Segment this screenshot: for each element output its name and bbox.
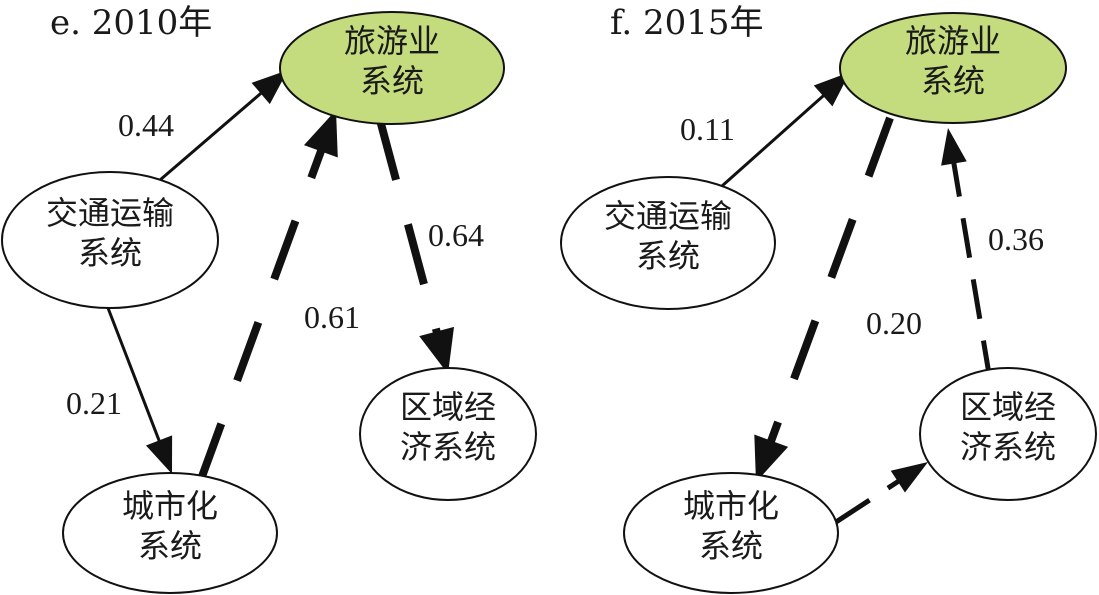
- node-ellipse: [839, 12, 1067, 124]
- edge-line: [951, 161, 993, 381]
- arrowhead-icon: [251, 70, 288, 105]
- edge-label-economy-to-tourism: 0.36: [988, 221, 1044, 257]
- node-label-line: 区域经: [400, 388, 496, 426]
- edge-label-tourism-to-economy: 0.64: [428, 217, 484, 253]
- panel-title-2015: f. 2015年: [610, 3, 764, 43]
- node-ellipse: [359, 367, 537, 501]
- arrowhead-icon: [754, 434, 789, 482]
- edge-line: [721, 93, 826, 188]
- node-ellipse: [623, 472, 839, 594]
- node-label-line: 交通运输: [46, 194, 174, 232]
- edge-label-transport-to-tourism: 0.44: [118, 107, 174, 143]
- edge-transport-to-tourism: [159, 70, 288, 182]
- edges-2010: [106, 70, 455, 484]
- node-label-line: 系统: [360, 62, 424, 100]
- arrowhead-icon: [890, 462, 928, 493]
- node-label-line: 旅游业: [344, 22, 440, 60]
- edge-label-urbanization-to-tourism: 0.61: [304, 299, 360, 335]
- node-ellipse: [279, 11, 505, 125]
- node-label-line: 系统: [138, 527, 202, 565]
- edge-labels-2010: 0.44 0.21 0.61 0.64: [66, 107, 484, 421]
- edge-tourism-to-economy: [376, 118, 455, 374]
- arrowhead-icon: [941, 128, 967, 166]
- node-label-line: 济系统: [400, 428, 496, 466]
- node-ellipse: [62, 472, 278, 594]
- node-label-line: 城市化: [683, 487, 779, 525]
- edge-labels-2015: 0.11 0.20 0.36: [680, 111, 1044, 341]
- node-label-line: 系统: [636, 237, 700, 275]
- node-label-line: 系统: [78, 234, 142, 272]
- edge-label-transport-to-tourism: 0.11: [680, 111, 735, 147]
- node-ellipse: [560, 176, 776, 310]
- arrowhead-icon: [813, 72, 850, 107]
- edge-transport-to-urbanization: [106, 307, 173, 474]
- edge-economy-to-tourism: [941, 128, 993, 381]
- arrowhead-icon: [419, 326, 455, 374]
- node-ellipse: [919, 367, 1097, 501]
- edge-line: [834, 478, 901, 525]
- edge-label-tourism-to-urbanization: 0.20: [866, 305, 922, 341]
- edge-transport-to-tourism: [721, 72, 850, 188]
- node-label-line: 济系统: [960, 428, 1056, 466]
- edge-line: [376, 118, 442, 335]
- node-label-line: 系统: [921, 62, 985, 100]
- edge-line: [766, 116, 894, 444]
- node-ellipse: [1, 171, 219, 309]
- edge-line: [159, 91, 264, 182]
- arrowhead-icon: [303, 110, 338, 158]
- edge-urbanization-to-economy: [834, 462, 928, 525]
- edge-label-transport-to-urbanization: 0.21: [66, 385, 122, 421]
- node-label-line: 交通运输: [604, 197, 732, 235]
- edge-line: [106, 307, 162, 443]
- node-label-line: 区域经: [960, 388, 1056, 426]
- node-label-line: 系统: [699, 527, 763, 565]
- edges-2015: [721, 72, 993, 525]
- arrowhead-icon: [145, 435, 173, 474]
- node-label-line: 旅游业: [905, 22, 1001, 60]
- panel-title-2010: e. 2010年: [50, 3, 212, 43]
- node-label-line: 城市化: [122, 487, 218, 525]
- edge-tourism-to-urbanization: [754, 116, 894, 482]
- edge-line: [196, 148, 326, 484]
- edge-urbanization-to-tourism: [196, 110, 338, 484]
